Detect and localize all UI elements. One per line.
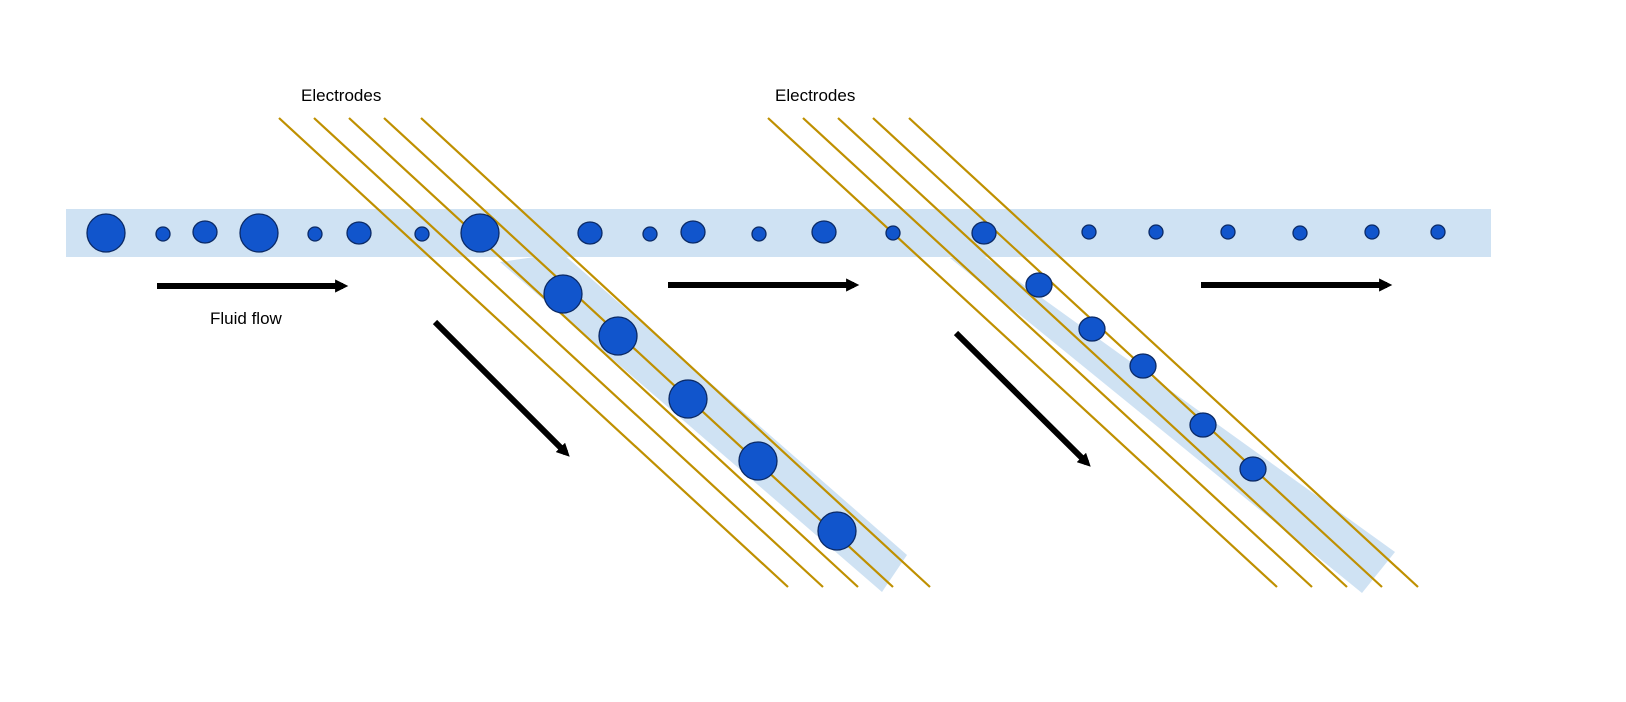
particle-medium [680, 220, 706, 244]
electrode-line [908, 117, 1419, 588]
particle-medium [577, 221, 603, 245]
electrodes-label-right: Electrodes [775, 86, 855, 105]
particle-large [738, 441, 778, 481]
electrode-line [837, 117, 1348, 588]
flow-arrow-diagonal [432, 319, 570, 457]
fluid-flow-label: Fluid flow [210, 309, 283, 328]
particle-large [86, 213, 126, 253]
electrodes-right [767, 117, 1419, 588]
particle-small [1148, 224, 1164, 240]
electrode-line [383, 117, 894, 588]
flow-arrows [157, 278, 1393, 467]
particle-small [307, 226, 323, 242]
particle-medium [1025, 272, 1053, 298]
particle-medium [1189, 412, 1217, 438]
electrode-line [802, 117, 1313, 588]
particle-small [1081, 224, 1097, 240]
electrode-line [278, 117, 789, 588]
electrode-line [348, 117, 859, 588]
particle-medium [811, 220, 837, 244]
particle-medium [1239, 456, 1267, 482]
particle-large [460, 213, 500, 253]
particle-medium [971, 221, 997, 245]
electrode-line [313, 117, 824, 588]
particle-small [155, 226, 171, 242]
particles-left-branch [543, 274, 857, 551]
branch-channel-right [950, 252, 1395, 593]
particle-small [1292, 225, 1308, 241]
particles-main-channel [86, 213, 1446, 253]
particle-large [668, 379, 708, 419]
particle-small [751, 226, 767, 242]
particle-small [414, 226, 430, 242]
particle-small [885, 225, 901, 241]
electrodes-label-left: Electrodes [301, 86, 381, 105]
electrode-line [420, 117, 931, 588]
particle-small [1220, 224, 1236, 240]
electrode-line [872, 117, 1383, 588]
particles-right-branch [1025, 272, 1267, 482]
particle-large [598, 316, 638, 356]
electrodes-left [278, 117, 931, 588]
particle-medium [1078, 316, 1106, 342]
particle-large [239, 213, 279, 253]
main-channel [66, 209, 1491, 257]
particle-large [817, 511, 857, 551]
particle-medium [192, 220, 218, 244]
flow-arrow-diagonal [953, 330, 1091, 467]
channels [66, 209, 1491, 593]
particle-small [1364, 224, 1380, 240]
electrode-line [767, 117, 1278, 588]
particle-medium [346, 221, 372, 245]
particle-small [1430, 224, 1446, 240]
particle-large [543, 274, 583, 314]
particle-small [642, 226, 658, 242]
particle-medium [1129, 353, 1157, 379]
